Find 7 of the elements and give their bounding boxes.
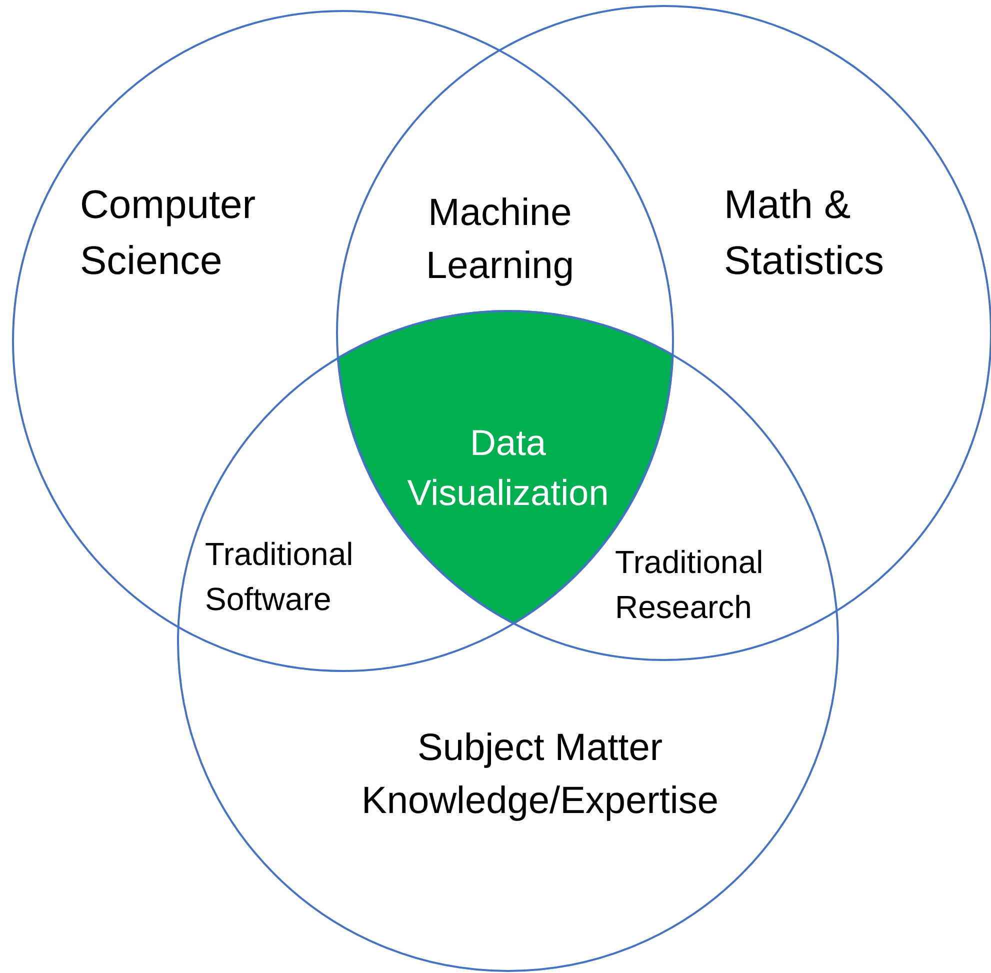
region-label: Data Visualization — [406, 420, 610, 516]
region-label: Computer Science — [80, 182, 257, 285]
region-label: Math & Statistics — [724, 182, 886, 285]
region-label: Traditional Research — [615, 543, 764, 627]
region-label: Traditional Software — [205, 535, 354, 619]
region-label: Subject Matter Knowledge/Expertise — [360, 726, 720, 824]
region-label: Machine Learning — [425, 191, 575, 290]
